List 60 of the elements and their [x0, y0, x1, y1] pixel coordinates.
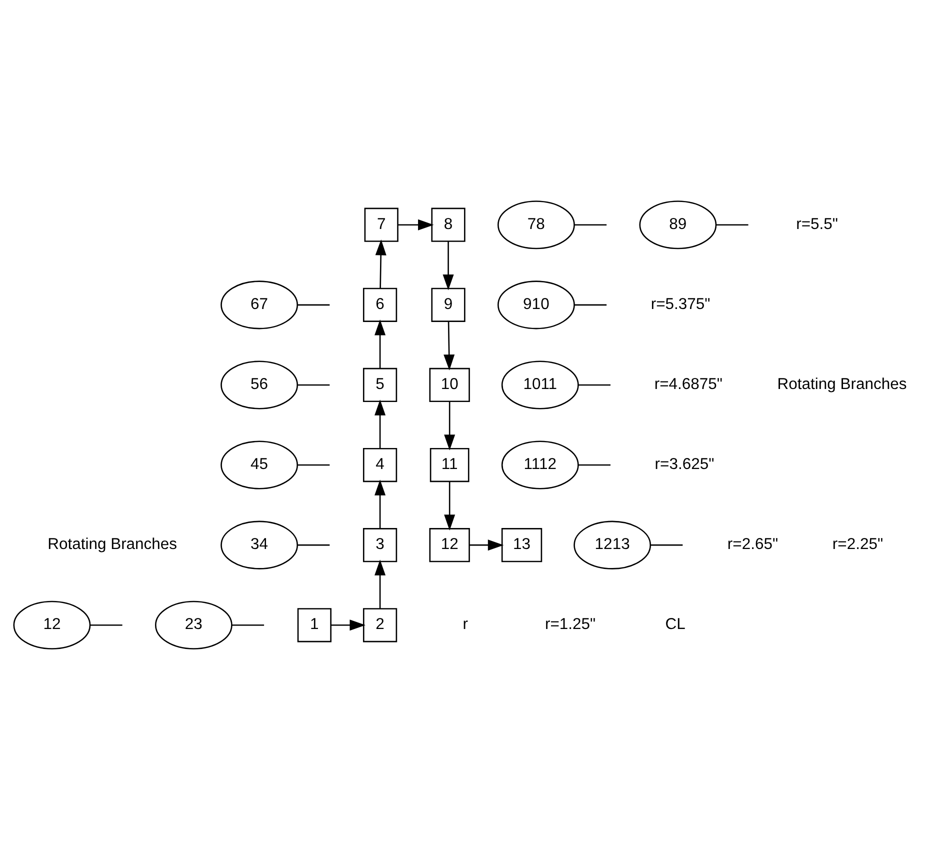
arrow — [442, 240, 454, 290]
node-box: 6 — [362, 287, 398, 322]
connector — [574, 224, 607, 226]
node-box: 2 — [362, 608, 398, 642]
label: r=2.65" — [727, 536, 778, 553]
arrow — [444, 401, 456, 450]
node-ellipse: 1213 — [574, 520, 652, 569]
node-box: 3 — [362, 528, 398, 562]
node-box: 13 — [501, 528, 542, 562]
connector — [578, 464, 610, 466]
node-box: 12 — [429, 528, 470, 562]
node-box: 10 — [429, 367, 470, 402]
node-box: 11 — [430, 447, 470, 482]
node-ellipse: 23 — [154, 600, 232, 649]
arrow — [444, 320, 455, 370]
label: r=1.25" — [545, 616, 596, 633]
connector — [298, 304, 330, 306]
arrow — [330, 619, 366, 630]
label: Rotating Branches — [777, 376, 907, 393]
label: r=4.6875" — [654, 376, 723, 393]
connector — [90, 624, 122, 626]
node-box: 4 — [362, 447, 398, 482]
node-box: 7 — [364, 207, 398, 242]
arrow — [374, 399, 386, 448]
label: r=5.375" — [650, 295, 710, 312]
label: CL — [665, 616, 686, 633]
node-box: 5 — [362, 367, 398, 402]
node-ellipse: 34 — [220, 520, 298, 569]
arrow — [444, 481, 456, 530]
node-ellipse: 45 — [220, 440, 298, 489]
arrow — [374, 319, 386, 368]
connector — [298, 464, 330, 466]
node-box: 1 — [297, 608, 332, 642]
node-ellipse: 1112 — [501, 440, 579, 489]
node-ellipse: 910 — [498, 280, 575, 329]
node-ellipse: 67 — [220, 280, 298, 329]
node-ellipse: 89 — [639, 200, 717, 249]
label: r=2.25" — [832, 536, 884, 553]
connector — [298, 384, 330, 386]
connector — [650, 544, 683, 546]
node-box: 9 — [431, 287, 466, 322]
connector — [716, 224, 748, 226]
arrow — [374, 559, 386, 608]
arrow — [469, 539, 504, 550]
node-box: 8 — [431, 207, 466, 242]
arrow — [375, 238, 386, 288]
node-ellipse: 78 — [498, 200, 575, 249]
connector — [298, 544, 330, 546]
node-ellipse: 12 — [13, 600, 91, 649]
arrow — [374, 479, 386, 528]
node-ellipse: 56 — [220, 360, 298, 409]
label: Rotating Branches — [48, 536, 178, 553]
label: r=5.5" — [796, 215, 838, 232]
label: r — [462, 616, 468, 633]
connector — [232, 624, 264, 626]
connector — [578, 384, 610, 386]
node-ellipse: 1011 — [501, 360, 579, 409]
connector — [574, 304, 607, 306]
arrow — [398, 218, 434, 230]
label: r=3.625" — [654, 456, 714, 473]
